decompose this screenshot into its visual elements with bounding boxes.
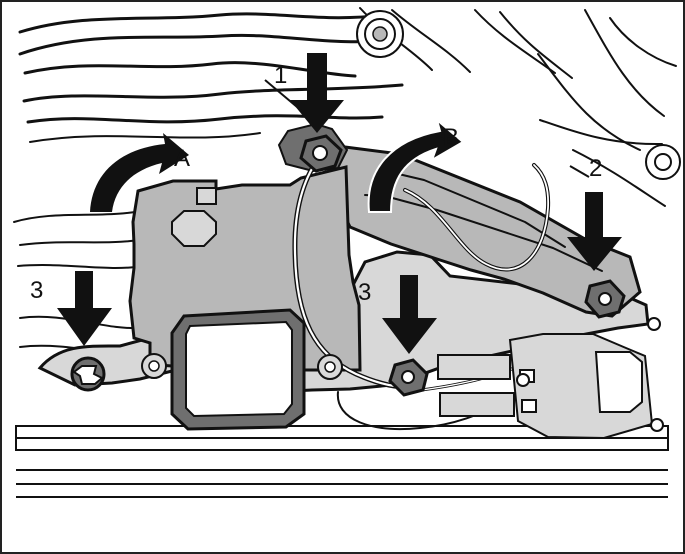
callout-number-1: 1 [274,62,287,89]
callout-number-2: 2 [589,155,602,182]
rotation-arrow-icon [90,117,465,213]
lower-rails [15,425,669,498]
nut-icon [299,134,343,173]
background-fasteners [356,10,681,180]
callout-letter-b: B [443,124,459,151]
nut-icon [388,358,429,397]
connectors [437,333,654,440]
screws-and-nuts [70,134,664,432]
screw-icon [141,353,167,379]
callout-letter-a: A [174,145,190,172]
down-arrow-icon [57,53,622,354]
callout-leaders [264,79,590,178]
screw-icon [70,356,106,392]
control-module [128,165,362,431]
screw-icon [317,354,343,380]
callout-number-3-center: 3 [358,279,371,306]
nut-icon [584,279,626,319]
callout-number-3-left: 3 [30,277,43,304]
